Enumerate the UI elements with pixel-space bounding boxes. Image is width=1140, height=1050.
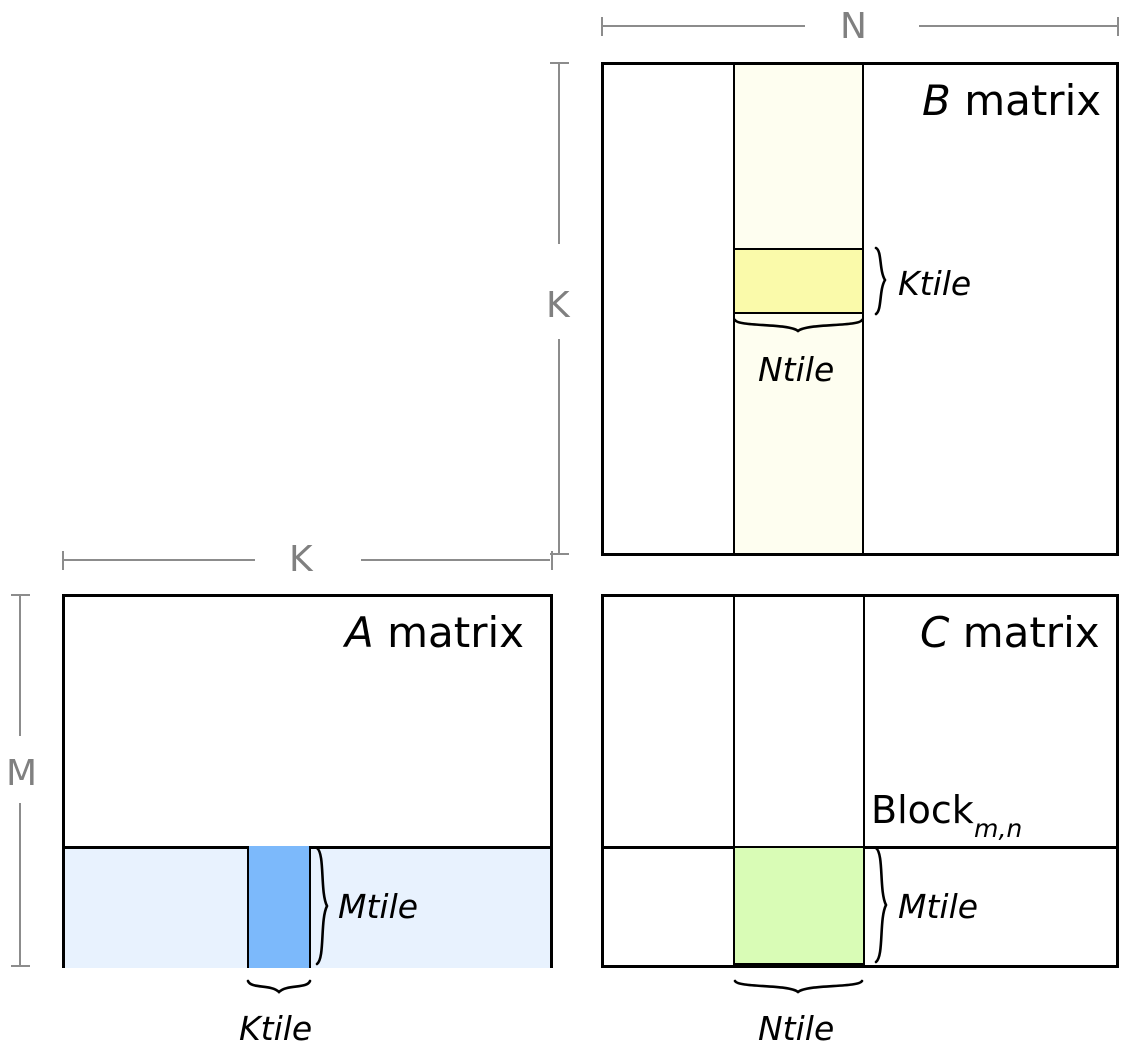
dim-k-cap-bottom — [550, 553, 569, 555]
dim-m-cap-bottom — [11, 965, 30, 967]
label-b-ktile: Ktile — [898, 264, 972, 303]
matrix-c-box — [601, 594, 1119, 968]
dim-n-segment-left — [602, 25, 805, 27]
matrix-b-ktile-tile — [733, 248, 864, 314]
dimension-label-n: N — [840, 6, 867, 47]
label-c-mtile: Mtile — [898, 887, 979, 926]
dim-m-segment-bottom — [19, 803, 21, 966]
label-a-ktile: Ktile — [239, 1009, 313, 1048]
brace-c-mtile — [872, 846, 894, 966]
matrix-a-letter: A — [345, 608, 374, 657]
matrix-b-letter: B — [922, 76, 951, 125]
dim-m-segment-top — [19, 595, 21, 736]
matrix-b-word: matrix — [964, 76, 1102, 125]
dim-k-h-cap-right — [551, 551, 553, 570]
dimension-bar-m — [10, 594, 30, 968]
matrix-a-word: matrix — [387, 608, 525, 657]
matrix-c-letter: C — [920, 608, 950, 657]
brace-a-mtile — [313, 846, 335, 968]
matrix-c-title: C matrix — [920, 612, 1100, 654]
matrix-c-block-tile — [733, 846, 865, 965]
dimension-bar-k-horizontal — [62, 550, 553, 570]
dim-k-h-segment-right — [361, 559, 550, 561]
brace-c-ntile — [733, 978, 864, 1002]
label-a-mtile: Mtile — [338, 887, 419, 926]
block-mn-label: Blockm,n — [871, 788, 1022, 841]
dimension-label-k-vertical: K — [546, 285, 570, 326]
label-b-ntile: Ntile — [758, 350, 835, 389]
dim-k-h-segment-left — [63, 559, 255, 561]
brace-a-ktile — [246, 978, 312, 1002]
dimension-label-k-horizontal: K — [289, 539, 313, 580]
label-c-ntile: Ntile — [758, 1009, 835, 1048]
matrix-b-box — [601, 62, 1119, 556]
dimension-bar-k-vertical — [549, 62, 569, 556]
matrix-c-word: matrix — [962, 608, 1100, 657]
matrix-a-box — [62, 594, 553, 968]
dim-k-segment-bottom — [558, 339, 560, 554]
brace-b-ktile — [872, 246, 894, 316]
dim-n-cap-right — [1117, 17, 1119, 36]
dimension-bar-n — [601, 16, 1119, 36]
dimension-label-m: M — [6, 753, 38, 794]
block-mn-text: Block — [871, 788, 974, 832]
matrix-b-title: B matrix — [922, 80, 1101, 122]
block-mn-subscript: m,n — [974, 813, 1023, 843]
dim-n-segment-right — [919, 25, 1118, 27]
matrix-c-column-divider-left — [733, 597, 735, 965]
matrix-a-title: A matrix — [345, 612, 524, 654]
matrix-a-ktile-tile — [247, 846, 311, 968]
brace-b-ntile — [733, 317, 864, 341]
matrix-c-column-divider-right — [863, 597, 865, 965]
dim-k-segment-top — [558, 63, 560, 244]
